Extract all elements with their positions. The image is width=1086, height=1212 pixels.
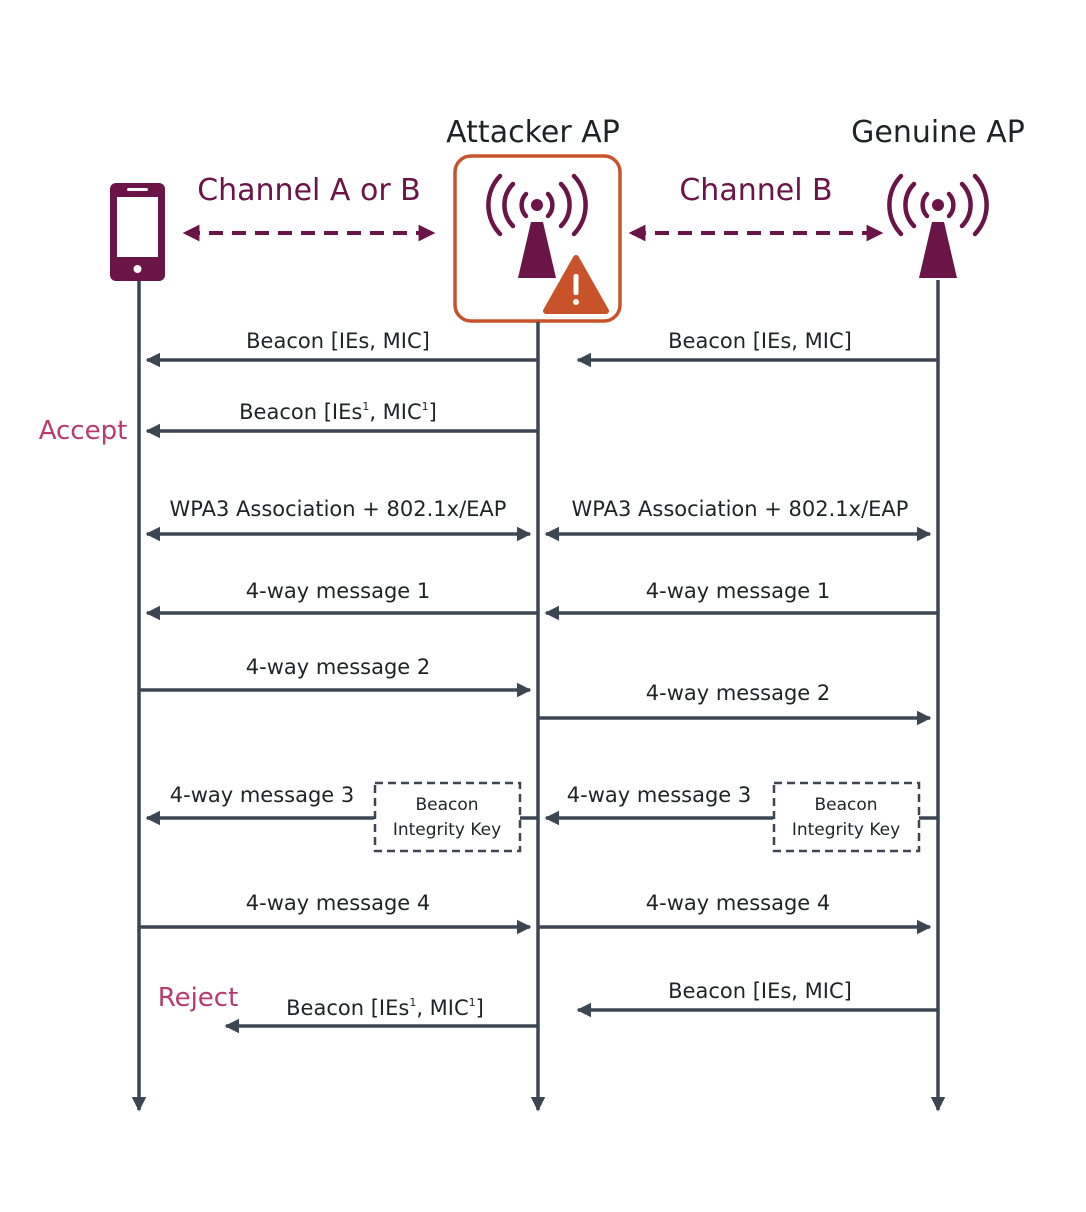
message-label: Beacon [IEs, MIC]	[668, 979, 852, 1003]
message-label: WPA3 Association + 802.1x/EAP	[572, 497, 909, 521]
message-label: 4-way message 4	[246, 891, 431, 915]
message-label: Beacon [IEs1, MIC1]	[286, 996, 484, 1020]
channel-right-label: Channel B	[679, 173, 832, 208]
message-label: 4-way message 1	[246, 579, 431, 603]
message-label: WPA3 Association + 802.1x/EAP	[170, 497, 507, 521]
channel-left-label: Channel A or B	[197, 173, 421, 208]
message-label: Beacon [IEs1, MIC1]	[239, 400, 437, 424]
bik-label: Integrity Key	[792, 820, 900, 840]
message-label: 4-way message 3	[170, 783, 355, 807]
accept-label: Accept	[39, 416, 128, 446]
access-point-icon	[486, 173, 588, 278]
genuine-ap-title: Genuine AP	[851, 115, 1025, 150]
access-point-icon	[887, 173, 989, 278]
beacon-integrity-key-box	[373, 781, 522, 853]
beacon-integrity-key-box	[772, 781, 921, 853]
bik-label: Integrity Key	[393, 820, 501, 840]
message-label: Beacon [IEs, MIC]	[246, 329, 430, 353]
smartphone-icon	[110, 183, 165, 281]
message-label: 4-way message 3	[567, 783, 752, 807]
bik-label: Beacon	[415, 795, 478, 815]
message-label: Beacon [IEs, MIC]	[668, 329, 852, 353]
message-label: 4-way message 4	[646, 891, 831, 915]
attacker-ap-title: Attacker AP	[446, 115, 620, 150]
message-label: 4-way message 1	[646, 579, 831, 603]
reject-label: Reject	[158, 983, 239, 1013]
warning-icon	[543, 255, 609, 314]
message-label: 4-way message 2	[246, 655, 431, 679]
message-label: 4-way message 2	[646, 681, 831, 705]
bik-label: Beacon	[814, 795, 877, 815]
